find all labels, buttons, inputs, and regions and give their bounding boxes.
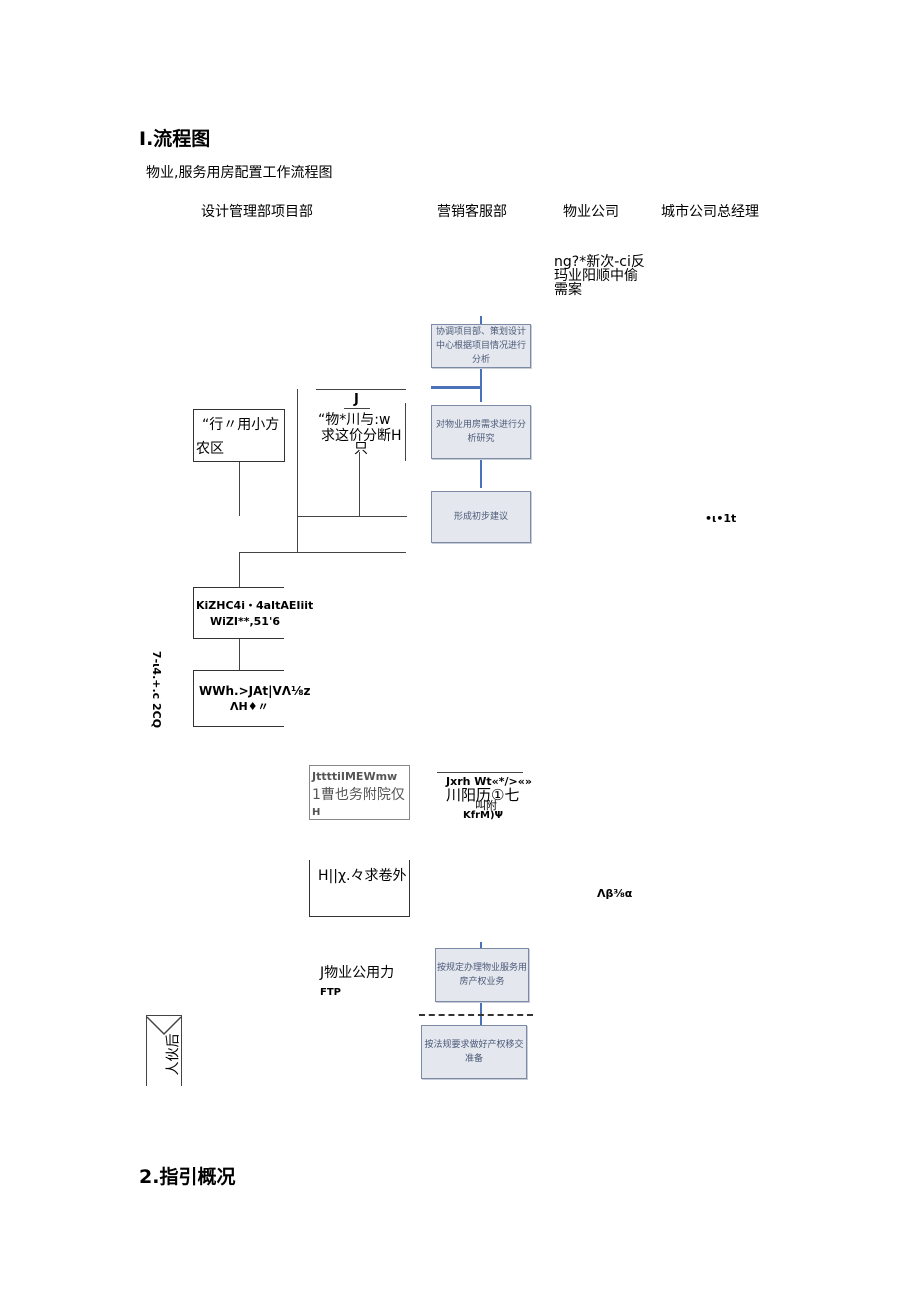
chevron-down-icon: [147, 1016, 181, 1036]
process-box-property-rights: 按规定办理物业服务用房产权业务: [435, 948, 529, 1002]
connector-vertical: [359, 452, 360, 516]
flow-box-h: J物业公用力 FTP: [320, 965, 395, 998]
section-title-overview: 2.指引概况: [139, 1166, 236, 1188]
arrow-connector: [480, 458, 482, 488]
flow-box-a: “行〃用小方 农区: [193, 409, 285, 462]
dashed-separator: [419, 1014, 533, 1016]
connector-horizontal: [297, 516, 407, 517]
connector-vertical: [405, 403, 406, 461]
arrow-connector: [480, 367, 482, 402]
process-box-coordinate: 协调项目部、策划设计中心根据项目情况进行分析: [431, 324, 531, 368]
arrow-connector: [480, 942, 482, 948]
right-note-2: Λβ⅜α: [597, 887, 633, 900]
flow-box-e: JttttiIMEWmw 1曹也务附院仅 H: [309, 765, 410, 820]
column-header-gm: 城市公司总经理: [661, 204, 759, 220]
connector-vertical: [239, 552, 240, 587]
left-side-note: 7-ι4.+.c 2CQ: [150, 650, 164, 729]
connector-horizontal: [239, 552, 406, 553]
flow-box-f: Jxrh Wt«*/>«» 川阳历①七 叫附 KfrM)Ψ: [437, 772, 532, 822]
process-box-analyze: 对物业用房需求进行分析研究: [431, 405, 531, 459]
column-header-marketing: 营销客服部: [437, 204, 507, 220]
connector-horizontal: [316, 389, 406, 390]
top-note: ng?*新次-ci反 玛业阳顺中偷 需案: [554, 254, 645, 298]
process-box-handover-prep: 按法规要求做好产权移交准备: [421, 1025, 527, 1079]
flow-box-d: WWh.>JAt|VΛ⅛z ΛH♦〃: [193, 670, 310, 727]
column-header-design: 设计管理部项目部: [201, 204, 313, 220]
arrow-connector: [431, 386, 481, 389]
diagram-title: 物业,服务用房配置工作流程图: [146, 165, 333, 181]
flow-box-g: H||χ.々求卷外: [309, 860, 410, 917]
column-header-property: 物业公司: [563, 204, 619, 220]
arrow-connector: [480, 316, 482, 324]
flow-box-c: KiZHC4i・4aItAEIiit WiZI**,51'6: [193, 587, 313, 639]
connector-vertical: [297, 389, 298, 552]
process-box-initial-proposal: 形成初步建议: [431, 491, 531, 543]
right-note-1: •ι•1t: [705, 512, 737, 525]
connector-vertical: [239, 461, 240, 516]
connector-vertical: [239, 638, 240, 670]
flow-box-b: J “物*川与:w 求这价分断H 只: [318, 392, 402, 457]
arrow-connector: [480, 1002, 482, 1025]
section-title-flowchart: I.流程图: [139, 128, 211, 150]
side-tab: 人伙后: [146, 1015, 182, 1086]
